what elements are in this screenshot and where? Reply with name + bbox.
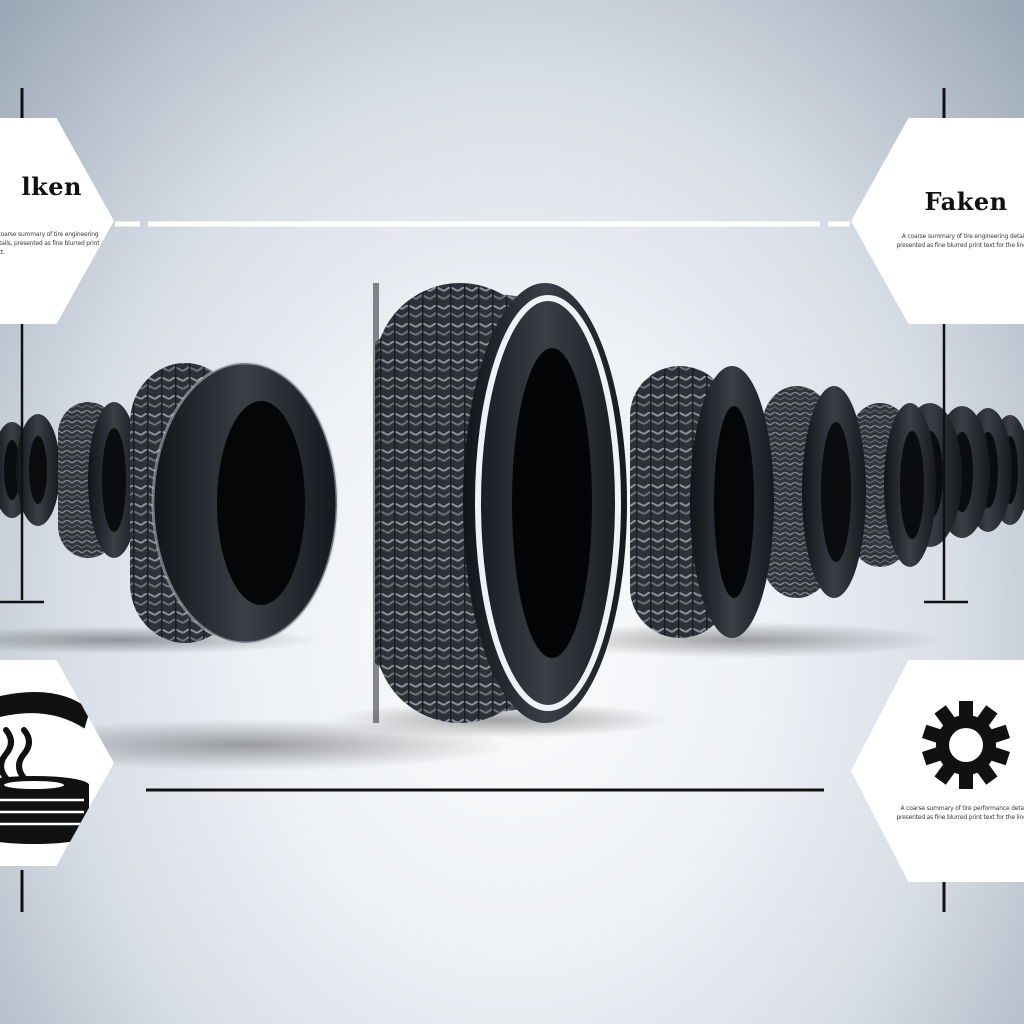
icon-panel-left-bottom (0, 660, 114, 866)
panel-blurb-left-top: A coarse summary of tire engineering det… (0, 231, 100, 256)
tire (58, 402, 140, 558)
brand-name-left: lken (21, 172, 82, 201)
tire (850, 403, 936, 567)
tire (130, 361, 339, 645)
connector-lines (0, 88, 968, 912)
panel-blurb-right-top: A coarse summary of tire engineering det… (896, 232, 1024, 249)
background-tires-left (0, 361, 339, 645)
brand-name-right: Faken (924, 186, 1008, 216)
panel-blurb-right-bottom: A coarse summary of tire performance det… (896, 805, 1024, 821)
tire (630, 366, 774, 638)
hero-tire (373, 283, 627, 723)
heated-tire-stack-icon (0, 692, 90, 844)
background-tires-right (630, 366, 1024, 638)
tire (16, 414, 60, 526)
floor-shadows (0, 622, 940, 771)
gear-icon (921, 701, 1011, 789)
tire (762, 386, 866, 598)
